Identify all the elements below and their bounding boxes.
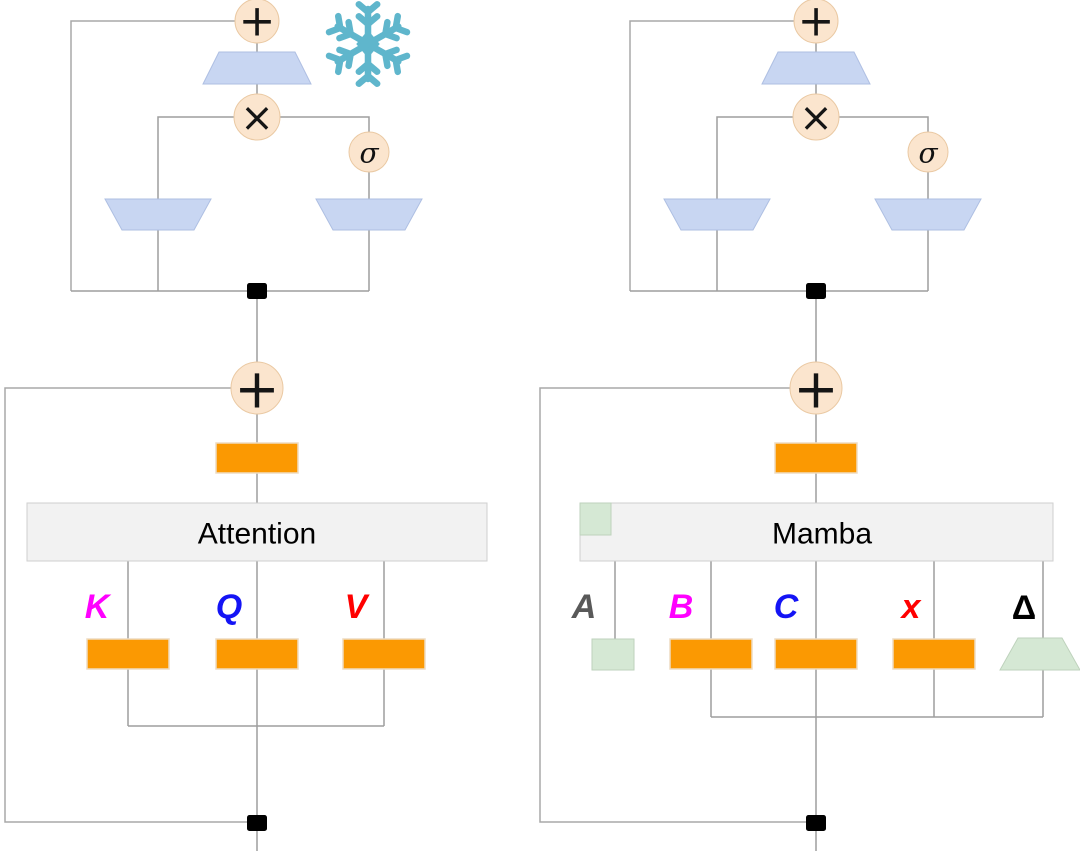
connector-line	[280, 116, 370, 133]
k-projection-rect	[86, 638, 170, 670]
output-projection-rect	[774, 442, 858, 474]
multiply-operator-symbol: ×	[240, 95, 274, 141]
snowflake-frozen-icon	[329, 4, 407, 83]
delta-projection-trapezoid	[999, 637, 1080, 671]
sigmoid-gate-circle	[907, 131, 949, 173]
b-input-letter: B	[669, 588, 694, 626]
add-operator-circle	[789, 361, 843, 415]
io-node-square	[806, 815, 826, 831]
connector-line	[716, 116, 793, 291]
a-input-letter: A	[571, 588, 597, 626]
sigmoid-gate-symbol: σ	[359, 137, 379, 170]
mamba-block: + × σ + Mamba A B C x Δ	[539, 0, 1080, 851]
mlp-connectors-right	[629, 20, 929, 363]
sigmoid-gate-circle	[348, 131, 390, 173]
b-projection-rect	[669, 638, 753, 670]
multiply-operator-circle	[233, 93, 281, 141]
down-projection-trapezoid	[202, 51, 312, 85]
io-node-square	[806, 283, 826, 299]
q-input-letter: Q	[216, 588, 242, 626]
mamba-module-box	[579, 502, 1054, 562]
residual-connection-line	[629, 20, 794, 291]
add-operator-symbol: +	[798, 0, 835, 47]
add-operator-circle	[234, 0, 280, 44]
attention-transformer-block: + × σ +	[4, 0, 488, 851]
down-projection-trapezoid	[761, 51, 871, 85]
mlp-connectors-left	[70, 20, 370, 363]
mamba-module-label: Mamba	[772, 518, 872, 551]
mamba-connectors	[539, 387, 1044, 851]
residual-connection-line	[539, 387, 806, 823]
add-operator-symbol: +	[234, 358, 279, 421]
residual-connection-line	[4, 387, 247, 823]
delta-input-letter: Δ	[1012, 589, 1036, 627]
v-projection-rect	[342, 638, 426, 670]
connector-line	[839, 116, 929, 133]
add-operator-circle	[793, 0, 839, 44]
residual-connection-line	[70, 20, 235, 291]
add-operator-symbol: +	[239, 0, 276, 47]
io-node-square	[247, 283, 267, 299]
a-state-square	[591, 638, 635, 671]
x-projection-rect	[892, 638, 976, 670]
io-node-square	[247, 815, 267, 831]
up-projection-trapezoid	[104, 198, 212, 231]
multiply-operator-symbol: ×	[799, 95, 833, 141]
sigmoid-gate-symbol: σ	[918, 137, 938, 170]
output-projection-rect	[215, 442, 299, 474]
c-projection-rect	[774, 638, 858, 670]
c-input-letter: C	[774, 588, 799, 626]
up-projection-trapezoid	[663, 198, 771, 231]
attention-module-label: Attention	[198, 518, 316, 551]
add-operator-circle	[230, 361, 284, 415]
add-operator-symbol: +	[793, 358, 838, 421]
k-input-letter: K	[85, 588, 112, 626]
q-projection-rect	[215, 638, 299, 670]
a-parameter-square	[579, 502, 612, 536]
connector-line	[157, 116, 234, 291]
x-input-letter: x	[900, 588, 923, 626]
gate-projection-trapezoid	[874, 198, 982, 231]
attention-module-box	[26, 502, 488, 562]
v-input-letter: V	[345, 588, 371, 626]
attention-connectors	[4, 387, 385, 851]
multiply-operator-circle	[792, 93, 840, 141]
gate-projection-trapezoid	[315, 198, 423, 231]
